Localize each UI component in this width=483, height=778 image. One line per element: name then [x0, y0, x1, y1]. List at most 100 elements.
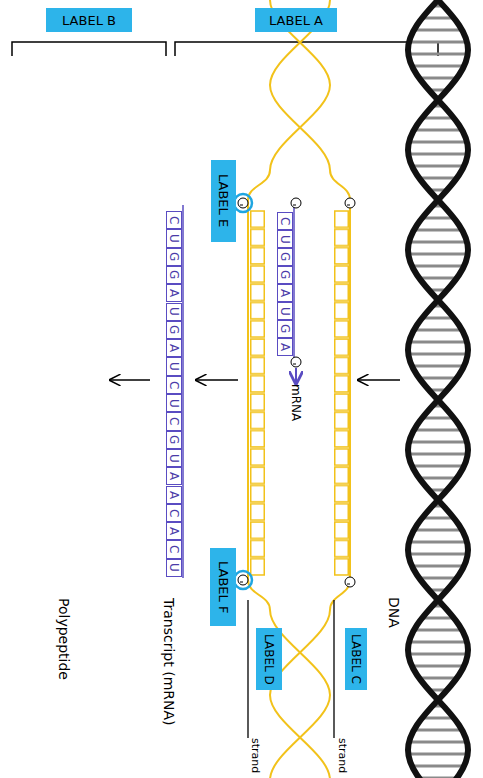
highlight-ring	[234, 571, 252, 589]
process-arrow	[196, 379, 238, 380]
dna-double-helix	[400, 0, 476, 778]
label-text: LABEL E	[217, 174, 230, 227]
part-label: strand	[250, 738, 261, 773]
strand-ends	[238, 198, 355, 587]
nucleotide-letter: G	[168, 270, 180, 279]
nucleotide-box: A	[166, 284, 182, 302]
label-text: LABEL C	[350, 634, 362, 684]
nucleotide-letter: C	[168, 417, 180, 425]
nucleotide-box: G	[166, 321, 182, 339]
strand-end	[291, 198, 301, 208]
nucleotide-letter: G	[168, 252, 180, 261]
nucleotide-letter: A	[168, 472, 180, 480]
nucleotide-letter: U	[168, 307, 180, 316]
strand-end	[291, 357, 301, 367]
strand-end	[345, 577, 355, 587]
nucleotide-letter: U	[279, 307, 291, 316]
nucleotide-letter: C	[279, 217, 291, 225]
nucleotide-box: C	[277, 212, 293, 230]
label-text: LABEL D	[263, 634, 275, 685]
nucleotide-letter: A	[279, 289, 291, 297]
nucleotide-letter: A	[168, 491, 180, 499]
leader-line	[333, 600, 334, 738]
nucleotide-box: A	[166, 467, 182, 485]
label-box: LABEL B	[46, 8, 132, 32]
nucleotide-box: G	[166, 248, 182, 266]
nucleotide-letter: C	[168, 509, 180, 517]
nucleotide-letter: G	[279, 270, 291, 279]
mrna-backbone	[293, 205, 295, 360]
nucleotide-letter: G	[168, 325, 180, 334]
nucleotide-box: A	[166, 486, 182, 504]
nucleotide-box: U	[166, 449, 182, 467]
label-text: LABEL F	[217, 561, 230, 613]
label-text: LABEL A	[269, 14, 323, 27]
nucleotide-box: A	[166, 339, 182, 357]
nucleotide-letter: U	[168, 563, 180, 572]
part-label: Polypeptide	[57, 598, 71, 680]
part-label: DNA	[387, 597, 401, 628]
nucleotide-box: U	[166, 394, 182, 412]
nucleotide-letter: C	[168, 381, 180, 389]
strand-end	[238, 575, 248, 585]
nucleotide-box: C	[166, 376, 182, 394]
base-boxes	[334, 210, 349, 576]
nucleotide-box: U	[166, 559, 182, 577]
nucleotide-letter: G	[279, 324, 291, 333]
leader-line	[247, 600, 248, 738]
dna-strand	[349, 200, 351, 580]
nucleotide-box: G	[166, 431, 182, 449]
nucleotide-letter: U	[168, 454, 180, 463]
nucleotide-box: C	[166, 412, 182, 430]
nucleotide-box: U	[166, 303, 182, 321]
end-mark	[293, 205, 296, 206]
label-box: LABEL F	[210, 548, 236, 626]
nucleotide-box: U	[166, 357, 182, 375]
nucleotide-box: C	[166, 504, 182, 522]
strand-end	[345, 198, 355, 208]
strand-end	[238, 198, 248, 208]
dna-strand	[270, 580, 350, 778]
nucleotide-letter: A	[168, 289, 180, 297]
label-box: LABEL D	[256, 628, 282, 690]
nucleotide-box: A	[166, 522, 182, 540]
nucleotide-letter: U	[168, 362, 180, 371]
nucleotide-box: U	[277, 302, 293, 320]
part-label: Transcript (mRNA)	[162, 598, 176, 726]
label-text: LABEL B	[62, 14, 116, 27]
label-box: LABEL A	[255, 8, 337, 32]
nucleotide-box: C	[166, 211, 182, 229]
nucleotide-letter: A	[168, 527, 180, 535]
nucleotide-letter: A	[279, 343, 291, 351]
nucleotide-letter: U	[168, 234, 180, 243]
nucleotide-box: G	[166, 266, 182, 284]
nucleotide-box: C	[166, 540, 182, 558]
nucleotide-box: G	[277, 266, 293, 284]
nucleotide-letter: G	[279, 252, 291, 261]
nucleotide-box: A	[277, 338, 293, 356]
end-mark	[240, 205, 243, 206]
strand-end-marks	[240, 205, 350, 584]
nucleotide-box: G	[277, 320, 293, 338]
nucleotide-box: A	[277, 284, 293, 302]
process-arrow	[358, 379, 400, 380]
base-boxes	[250, 210, 265, 576]
end-mark	[293, 364, 296, 365]
nucleotide-letter: A	[168, 344, 180, 352]
mrna-arrow	[295, 368, 297, 382]
dna-strand	[247, 200, 249, 580]
part-label: mRNA	[290, 384, 302, 421]
nucleotide-letter: U	[168, 399, 180, 408]
nucleotide-letter: C	[168, 545, 180, 553]
nucleotide-letter: G	[168, 435, 180, 444]
part-label: strand	[337, 738, 348, 773]
label-box: LABEL E	[211, 160, 236, 242]
nucleotide-letter: C	[168, 216, 180, 224]
nucleotide-letter: U	[279, 235, 291, 244]
label-box: LABEL C	[345, 628, 367, 690]
bracket	[12, 42, 166, 56]
highlight-ring	[234, 194, 252, 212]
dna-strand	[248, 580, 330, 778]
